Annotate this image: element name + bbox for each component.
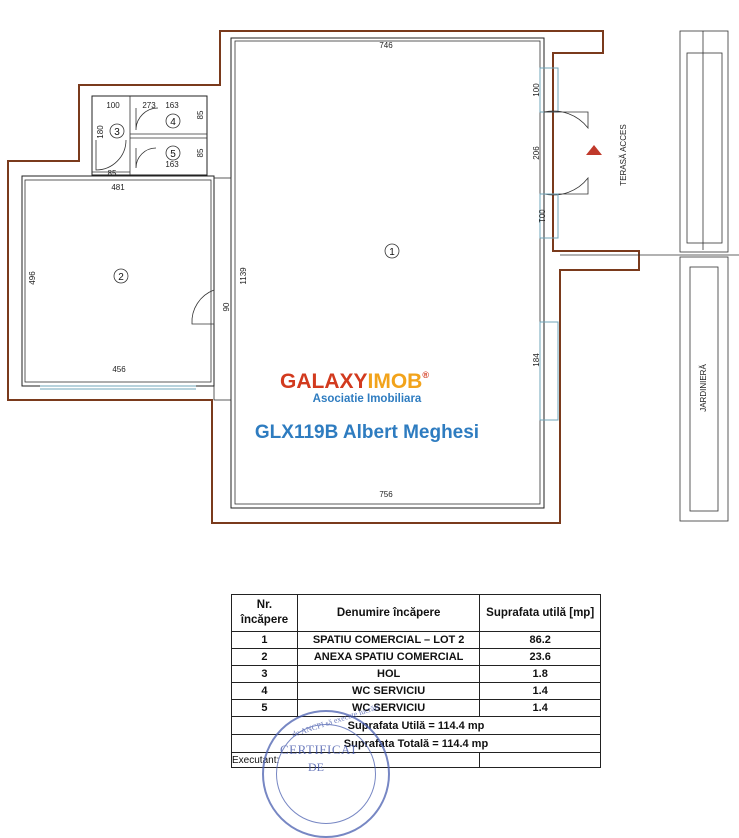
total-overall: Suprafata Totală = 114.4 mp [231,734,601,753]
dim-hall-top-right: 163 [165,101,179,110]
terrace-rail [679,30,729,253]
row-nr: 5 [231,699,298,717]
header-name: Denumire încăpere [296,594,481,632]
room-4-marker [165,113,181,129]
dim-wall-top: 100 [532,83,541,97]
right-wall-window-mid [539,193,559,239]
dim-room2-bottom: 456 [112,365,126,374]
room-1-outline-in [234,40,541,505]
row-area: 1.8 [479,665,601,683]
entrance-arrow-icon [586,145,602,155]
row-area: 1.4 [479,682,601,700]
table-row: 5 WC SERVICIU 1.4 [231,699,601,717]
table-header-row: Nr. încăpere Denumire încăpere Suprafata… [231,594,601,632]
row-name: WC SERVICIU [296,699,481,717]
total-overall-row: Suprafata Totală = 114.4 mp [231,734,601,753]
brand-registered: ® [422,370,429,380]
executant-label: Executant: [230,752,481,768]
room-1-number: 1 [389,247,395,258]
room-4-number: 4 [170,117,176,128]
room-2-marker [113,268,129,284]
row-name: WC SERVICIU [296,682,481,700]
room-3-marker [109,123,125,139]
dim-main-height: 1139 [239,267,248,285]
dim-hall-top-left: 100 [106,101,120,110]
wc5-door [135,147,157,169]
dim-room2-top: 481 [111,183,125,192]
hall-block-outline [91,95,208,176]
room-5-number: 5 [170,149,176,160]
row-area: 1.4 [479,699,601,717]
hall-door [95,139,127,171]
table-row: 2 ANEXA SPATIU COMERCIAL 23.6 [231,648,601,666]
dim-room2-height: 496 [28,271,37,285]
brand-part2: IMOB [368,370,423,393]
table-row: 3 HOL 1.8 [231,665,601,683]
entrance-door-top [543,110,589,130]
executant-row: Executant: [230,752,601,768]
room-3-number: 3 [114,127,120,138]
planter-inner [689,266,719,512]
executant-value [479,752,601,768]
floor-plan: 746 756 1139 100 206 001 184 90 481 456 … [7,30,739,524]
planter [679,256,729,522]
room-2-number: 2 [118,272,124,283]
partition-wall [213,177,232,401]
row-name: ANEXA SPATIU COMERCIAL [296,648,481,666]
row-name: HOL [296,665,481,683]
wc4-door [135,107,159,131]
room-2-outline-in [24,179,212,383]
dim-bottom-width: 756 [379,490,393,499]
right-wall-window-bottom [539,321,559,421]
terrace-label: TERASĂ ACCES [619,124,628,185]
right-wall-window-top [539,67,559,113]
dim-window: 184 [532,353,541,367]
dim-door-room2: 90 [222,302,231,311]
dim-wall-mid: 001 [537,209,546,223]
dim-hall-bottom: 85 [108,169,117,178]
header-area: Suprafata utilă [mp] [479,594,601,632]
room-5-marker [165,145,181,161]
table-row: 4 WC SERVICIU 1.4 [231,682,601,700]
row-name: SPATIU COMERCIAL – LOT 2 [296,631,481,649]
dim-wc5-side: 85 [196,148,205,157]
table-row: 1 SPATIU COMERCIAL – LOT 2 86.2 [231,631,601,649]
header-nr: Nr. încăpere [231,594,298,632]
brand-tagline: Asociatie Imobiliara [313,393,422,405]
exterior-wall-outline [7,30,640,524]
entrance-door-bottom [543,176,589,196]
row-area: 86.2 [479,631,601,649]
dim-hall-top-mid: 273 [142,101,156,110]
total-useful: Suprafata Utilă = 114.4 mp [231,716,601,735]
terrace-rail-inner [686,52,723,244]
row-nr: 2 [231,648,298,666]
row-nr: 1 [231,631,298,649]
row-nr: 3 [231,665,298,683]
row-area: 23.6 [479,648,601,666]
brand-logo: GALAXYIMOB® [280,370,429,393]
dim-wc4-side: 85 [196,110,205,119]
row-nr: 4 [231,682,298,700]
room-2-door [191,289,215,325]
listing-id: GLX119B Albert Meghesi [255,422,479,443]
brand-part1: GALAXY [280,370,368,393]
dim-hall-left: 180 [96,125,105,139]
room-area-table: Nr. încăpere Denumire încăpere Suprafata… [230,594,601,768]
planter-label: JARDINIERĂ [699,364,708,412]
room-1-marker [384,243,400,259]
total-useful-row: Suprafata Utilă = 114.4 mp [231,716,601,735]
dim-door-width: 206 [532,146,541,160]
dim-top-width: 746 [379,41,393,50]
dim-wc5-width: 163 [165,160,179,169]
